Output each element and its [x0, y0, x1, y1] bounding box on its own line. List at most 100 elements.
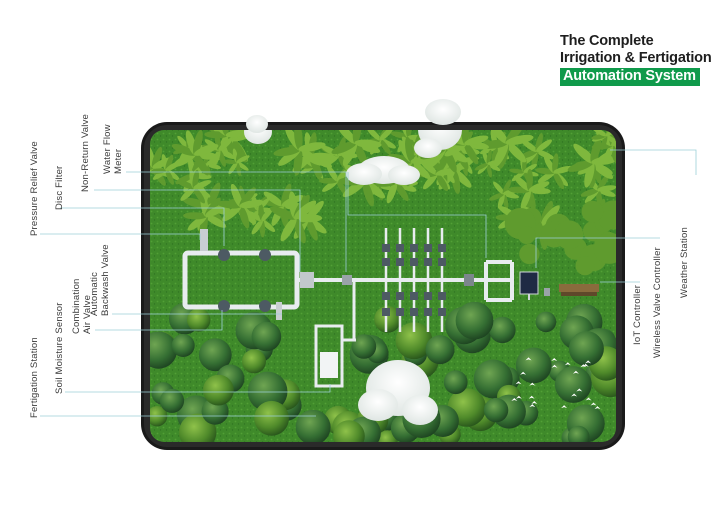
cloud-top — [346, 156, 420, 185]
solenoid-valve — [424, 292, 432, 300]
palm-tree — [479, 130, 534, 169]
solenoid-valve — [438, 308, 446, 316]
label-automatic-backwash-valve: Automatic Backwash Valve — [89, 244, 111, 316]
bird — [594, 406, 601, 410]
tree — [374, 306, 401, 333]
palm-tree — [581, 200, 604, 223]
bird — [528, 395, 535, 399]
palm-tree — [517, 226, 536, 245]
solenoid-valve — [410, 244, 418, 252]
label-soil-moisture-sensor: Soil Moisture Sensor — [54, 302, 65, 394]
bird — [515, 381, 522, 385]
tree — [150, 331, 178, 369]
tree — [515, 347, 552, 384]
solenoid-valve — [382, 292, 390, 300]
palm-tree — [216, 183, 264, 229]
label-iot-controller: IoT Controller — [632, 284, 643, 345]
palm-tree — [363, 130, 396, 155]
tree — [425, 335, 455, 365]
solenoid-valve — [424, 258, 432, 266]
label-fertigation-station: Fertigation Station — [29, 337, 40, 418]
tree — [333, 420, 365, 442]
palm-tree — [535, 153, 573, 190]
tree — [489, 316, 516, 344]
palm-tree — [519, 243, 540, 265]
label-pressure-relief-valve: Pressure Relief Valve — [29, 141, 40, 236]
tree — [483, 397, 509, 423]
label-non-return-valve: Non-Return Valve — [80, 113, 91, 192]
palm-tree — [575, 256, 595, 276]
solenoid-valve — [382, 244, 390, 252]
tree — [171, 334, 195, 357]
tree — [377, 430, 398, 442]
bird — [585, 360, 592, 364]
title-line-2: Irrigation & Fertigation — [560, 50, 712, 66]
label-combination-air-valve: Combination Air Valve — [71, 278, 93, 334]
palm-tree — [489, 179, 520, 210]
tree — [242, 349, 266, 374]
cloud-bottom — [358, 360, 438, 425]
bird — [529, 404, 536, 408]
clouds — [244, 130, 462, 425]
bird — [590, 402, 597, 406]
solenoid-valve — [410, 258, 418, 266]
fertigation-unit — [314, 282, 356, 388]
solenoid-valve — [382, 258, 390, 266]
palm-tree — [591, 130, 616, 150]
bird — [529, 382, 536, 386]
solenoid-valve — [438, 244, 446, 252]
solenoid-valve — [438, 292, 446, 300]
bird — [585, 397, 592, 401]
tree — [295, 409, 331, 442]
tree — [254, 400, 289, 436]
palm-tree — [593, 232, 616, 264]
bird — [582, 363, 589, 367]
solenoid-valve — [410, 308, 418, 316]
palm-tree — [598, 210, 616, 230]
solenoid-valve — [438, 258, 446, 266]
palm-tree — [567, 137, 616, 189]
palm-trees — [150, 130, 616, 276]
tree — [179, 413, 217, 442]
solenoid-valve — [424, 308, 432, 316]
tree — [251, 321, 282, 352]
palm-tree — [508, 169, 551, 212]
palm-tree — [270, 191, 323, 244]
valve-manifold — [382, 228, 446, 332]
birds — [511, 357, 601, 410]
bird — [564, 362, 571, 366]
solenoid-valve — [424, 244, 432, 252]
label-wireless-valve-controller: Wireless Valve Controller — [652, 247, 663, 358]
bird — [580, 364, 587, 368]
main-pipeline — [297, 260, 514, 302]
title-block: The Complete Irrigation & Fertigation Au… — [560, 33, 712, 86]
tree — [203, 374, 234, 406]
bird — [520, 371, 527, 375]
solenoid-valve — [396, 308, 404, 316]
cloud-top-right — [414, 130, 462, 158]
label-weather-station: Weather Station — [679, 227, 690, 298]
tree — [198, 338, 232, 372]
solenoid-valve — [396, 292, 404, 300]
tree — [395, 322, 433, 360]
solenoid-valve — [396, 244, 404, 252]
bird — [511, 398, 518, 401]
tree — [247, 371, 288, 412]
label-disc-filter: Disc Filter — [54, 165, 65, 210]
palm-tree — [171, 130, 220, 176]
label-water-flow-meter: Water Flow Meter — [102, 124, 124, 174]
palm-tree — [177, 169, 212, 204]
tree — [535, 311, 557, 333]
leader-lines — [40, 149, 697, 417]
bird — [531, 401, 538, 404]
solenoid-valve — [410, 292, 418, 300]
tree — [187, 308, 211, 332]
bird — [551, 364, 558, 368]
bird — [525, 357, 532, 361]
tree — [554, 366, 592, 403]
tree — [159, 388, 185, 413]
palm-tree — [222, 148, 250, 177]
tree — [568, 331, 604, 367]
solenoid-valve — [396, 258, 404, 266]
